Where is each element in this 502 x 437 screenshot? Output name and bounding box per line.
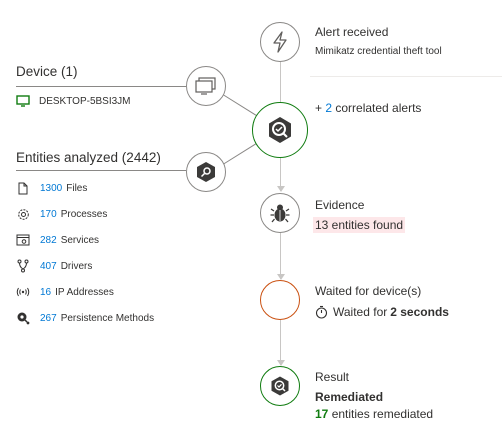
alert-separator: [310, 76, 502, 77]
files-count[interactable]: 1300: [40, 182, 63, 194]
files-label: Files: [66, 182, 88, 194]
alert-detail: Mimikatz credential theft tool: [315, 46, 442, 57]
result-node[interactable]: [260, 366, 300, 406]
device-header: Device (1): [16, 64, 78, 79]
drivers-count[interactable]: 407: [40, 260, 57, 272]
entities-underline: [16, 170, 186, 171]
gear-icon: [16, 207, 30, 221]
remediated-count: 17: [315, 407, 329, 421]
broadcast-icon: [16, 285, 30, 299]
ip-addresses-label: IP Addresses: [55, 286, 114, 298]
evidence-node[interactable]: [260, 193, 300, 233]
device-row[interactable]: DESKTOP-5BSI3JM: [16, 95, 131, 107]
drivers-label: Drivers: [60, 260, 93, 272]
service-icon: [16, 233, 30, 247]
entity-row-services[interactable]: 282 Services: [16, 233, 99, 247]
evidence-detail[interactable]: 13 entities found: [313, 217, 406, 233]
stopwatch-icon: [315, 305, 328, 319]
waited-title: Waited for device(s): [315, 284, 422, 298]
remediated-icon: [271, 376, 289, 396]
waiting-node[interactable]: [260, 280, 300, 320]
timeline-line-4: [280, 320, 281, 365]
bug-icon: [270, 204, 290, 223]
driver-icon: [16, 259, 30, 273]
device-node[interactable]: [186, 66, 226, 106]
automated-investigation-icon: [269, 117, 291, 143]
alert-title: Alert received: [315, 25, 389, 39]
entities-header: Entities analyzed (2442): [16, 150, 161, 165]
ip-addresses-count[interactable]: 16: [40, 286, 52, 298]
timeline-arrow-2: [277, 186, 285, 192]
timeline-arrow-3: [277, 274, 285, 280]
services-count[interactable]: 282: [40, 234, 57, 246]
entity-row-files[interactable]: 1300 Files: [16, 181, 87, 195]
evidence-title: Evidence: [315, 198, 365, 212]
entity-search-icon: [197, 162, 215, 182]
entity-row-processes[interactable]: 170 Processes: [16, 207, 107, 221]
device-name[interactable]: DESKTOP-5BSI3JM: [39, 95, 131, 107]
timeline-line-2: [280, 157, 281, 191]
alert-node[interactable]: [260, 22, 300, 62]
entity-row-ip-addresses[interactable]: 16 IP Addresses: [16, 285, 114, 299]
persistence-label: Persistence Methods: [60, 312, 155, 324]
file-icon: [16, 181, 30, 195]
entity-row-drivers[interactable]: 407 Drivers: [16, 259, 92, 273]
investigation-node[interactable]: [252, 102, 308, 158]
timeline-arrow-4: [277, 360, 285, 366]
result-summary: 17 entities remediated: [315, 407, 434, 421]
persistence-icon: [16, 311, 30, 325]
monitor-icon: [195, 77, 216, 95]
device-underline: [16, 86, 186, 87]
waited-duration: 2 seconds: [390, 305, 449, 319]
persistence-count[interactable]: 267: [40, 312, 57, 324]
waited-detail: Waited for 2 seconds: [315, 305, 449, 319]
timeline-line-3: [280, 233, 281, 279]
processes-count[interactable]: 170: [40, 208, 57, 220]
processes-label: Processes: [60, 208, 108, 220]
timeline-line-1: [280, 62, 281, 114]
correlated-count-link[interactable]: 2: [325, 101, 333, 115]
result-status: Remediated: [315, 390, 384, 404]
desktop-icon: [16, 95, 30, 107]
services-label: Services: [60, 234, 100, 246]
entities-node[interactable]: [186, 152, 226, 192]
lightning-icon: [273, 31, 287, 53]
entity-row-persistence[interactable]: 267 Persistence Methods: [16, 311, 154, 325]
result-title: Result: [315, 370, 350, 384]
correlated-alerts[interactable]: + 2 correlated alerts: [315, 101, 422, 115]
